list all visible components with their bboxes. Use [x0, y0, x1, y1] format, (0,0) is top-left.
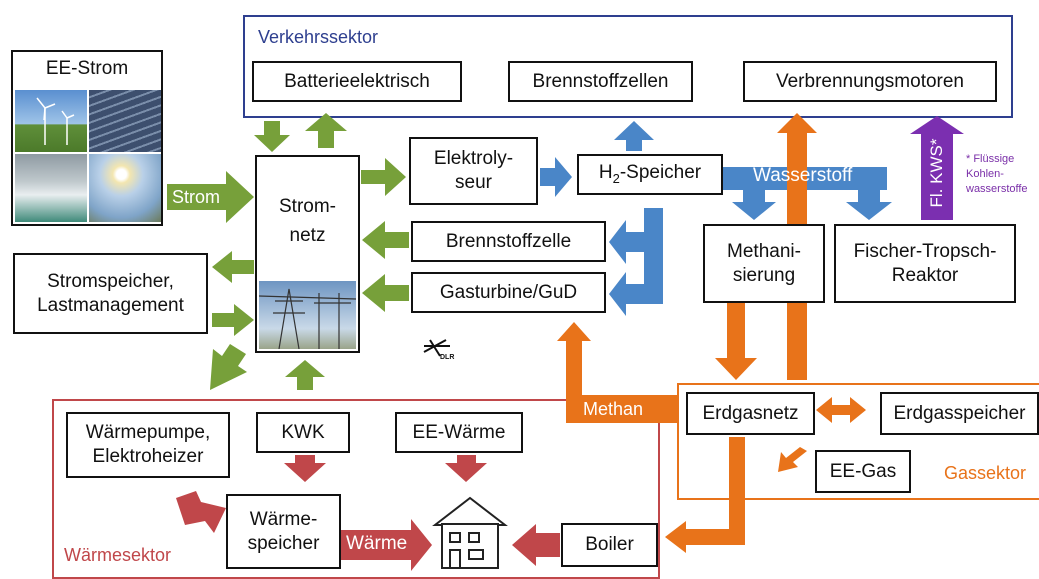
brennstoffzelle-box: Brennstoffzelle — [411, 221, 606, 262]
methan-band — [557, 322, 677, 423]
kwk-box: KWK — [256, 412, 350, 453]
methanisierung-line-2: sierung — [732, 264, 796, 286]
waermepumpe-box: Wärmepumpe, Elektroheizer — [66, 412, 230, 478]
wind-turbines-photo — [15, 90, 87, 152]
boiler-box: Boiler — [561, 523, 658, 567]
waermespeicher-line-2: speicher — [247, 532, 320, 554]
stromnetz-line-2: netz — [289, 224, 326, 246]
elektrolyseur-line-1: Elektroly- — [433, 148, 514, 170]
waermespeicher-box: Wärme- speicher — [226, 494, 341, 569]
waermepumpe-to-waermespeicher-arrow — [176, 491, 226, 533]
erdgasspeicher-box: Erdgasspeicher — [880, 392, 1039, 435]
strom-arrow — [167, 171, 254, 223]
gasturbine-box: Gasturbine/GuD — [411, 272, 606, 313]
strom-label: Strom — [172, 187, 221, 207]
footnote-line-1: * Flüssige — [966, 153, 1015, 165]
fischer-line-1: Fischer-Tropsch- — [853, 240, 997, 262]
stromnetz-to-batterie-arrow — [305, 113, 347, 148]
gasturbine-to-stromnetz-arrow — [362, 274, 409, 312]
methanisierung-to-erdgasnetz-arrow — [715, 302, 757, 380]
verbrennungsmotoren-box: Verbrennungsmotoren — [743, 61, 997, 102]
ee-strom-box: EE-Strom — [11, 50, 163, 226]
ee-gas-to-erdgasnetz-arrow — [778, 447, 807, 472]
gassektor-label: Gassektor — [944, 463, 1027, 483]
power-grid-photo — [259, 281, 356, 349]
batterie-to-stromnetz-arrow — [254, 121, 290, 152]
hydro-dam-photo — [15, 154, 87, 222]
verkehrssektor-label: Verkehrssektor — [258, 27, 379, 47]
fl-kws-label: Fl. KWS* — [927, 138, 946, 208]
waermepumpe-line-2: Elektroheizer — [92, 446, 204, 467]
solar-tower-photo — [89, 154, 161, 222]
wasserstoff-to-fischer-arrow — [846, 190, 892, 220]
gassektor-frame — [677, 383, 1039, 500]
fischer-line-2: Reaktor — [891, 264, 959, 286]
kwk-to-stromnetz-arrow — [285, 360, 325, 390]
ee-strom-label: EE-Strom — [45, 58, 129, 79]
footnote-line-3: wasserstoffe — [966, 182, 1028, 195]
kws-footnote: * Flüssige Kohlen- wasserstoffe — [966, 152, 1028, 197]
erdgasnetz-box: Erdgasnetz — [686, 392, 815, 435]
wasserstoff-to-methanisierung-arrow — [732, 190, 776, 220]
boiler-to-house-arrow — [512, 524, 560, 566]
brennstoffzelle-to-stromnetz-arrow — [362, 221, 409, 259]
h2-to-brennstoffzellen-arrow — [614, 121, 654, 151]
erdgasnetz-speicher-arrow — [816, 397, 866, 423]
footnote-line-2: Kohlen- — [966, 167, 1004, 180]
stromspeicher-line-1: Stromspeicher, — [47, 270, 174, 292]
stromnetz-to-elektrolyseur-arrow — [361, 158, 406, 196]
green-arrows — [167, 113, 409, 390]
ee-waerme-box: EE-Wärme — [395, 412, 523, 453]
elektrolyseur-to-h2-arrow — [540, 157, 572, 197]
waermespeicher-line-1: Wärme- — [249, 508, 318, 530]
ee-gas-box: EE-Gas — [815, 450, 911, 493]
kwk-to-waermespeicher-arrow — [284, 455, 326, 482]
methanisierung-line-1: Methani- — [727, 240, 801, 262]
verkehrssektor-frame — [243, 15, 1013, 118]
methan-label: Methan — [577, 399, 650, 420]
h2-speicher-label: H2-Speicher — [598, 162, 702, 187]
stromspeicher-to-stromnetz-arrow — [212, 304, 254, 336]
elektrolyseur-box: Elektroly- seur — [409, 137, 538, 205]
stromnetz-to-stromspeicher-arrow — [212, 251, 254, 283]
blue-arrows — [540, 121, 892, 316]
dlr-logo-text: DLR — [440, 354, 455, 361]
h2-down-to-gasturbine-arrow — [609, 250, 663, 316]
erdgasnetz-to-boiler-arrow — [665, 437, 745, 553]
stromspeicher-line-2: Lastmanagement — [37, 294, 184, 316]
stromnetz-line-1: Strom- — [279, 196, 336, 217]
ee-waerme-to-house-arrow — [445, 455, 487, 482]
brennstoffzellen-box: Brennstoffzellen — [508, 61, 693, 102]
red-arrows — [176, 455, 560, 571]
elektrolyseur-line-2: seur — [455, 172, 492, 193]
stromspeicher-box: Stromspeicher, Lastmanagement — [13, 253, 208, 334]
wasserstoff-label: Wasserstoff — [753, 165, 853, 186]
batterieelektrisch-box: Batterieelektrisch — [252, 61, 462, 102]
waerme-label: Wärme — [346, 533, 408, 554]
h2-speicher-box: H2-Speicher — [577, 154, 723, 195]
methanisierung-box: Methani- sierung — [703, 224, 825, 303]
fl-kws-arrow — [910, 116, 964, 220]
waerme-arrow — [341, 519, 432, 571]
stromnetz-box: Strom- netz — [255, 155, 360, 353]
house-icon — [432, 496, 508, 569]
dlr-logo-icon — [423, 339, 450, 357]
fischer-tropsch-box: Fischer-Tropsch- Reaktor — [834, 224, 1016, 303]
solar-panels-photo — [89, 90, 161, 152]
waermesektor-label: Wärmesektor — [64, 545, 172, 565]
waermepumpe-line-1: Wärmepumpe, — [85, 422, 211, 444]
stromnetz-to-waerme-arrow — [210, 344, 247, 390]
